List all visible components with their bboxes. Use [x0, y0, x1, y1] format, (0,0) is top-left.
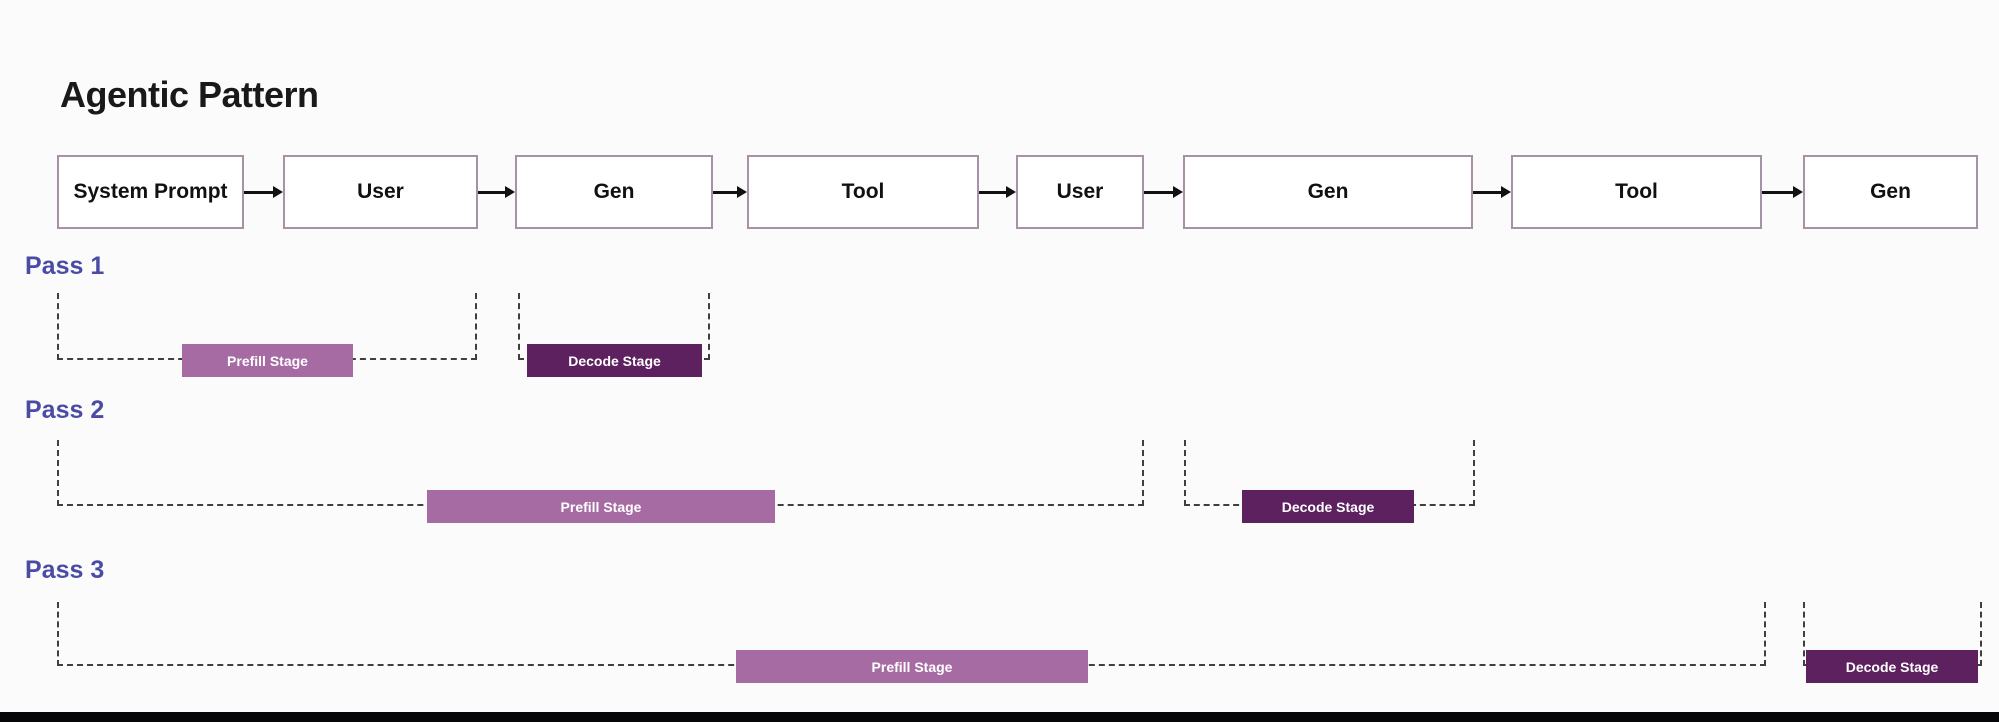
pass-3-prefill-stage-bar: Prefill Stage: [736, 650, 1088, 683]
pass-1-decode-stage-bar: Decode Stage: [527, 344, 702, 377]
flow-arrow-icon: [244, 185, 283, 199]
flow-arrow-icon: [1144, 185, 1183, 199]
pass-1-prefill-stage-bar: Prefill Stage: [182, 344, 353, 377]
flow-node-tool-1: Tool: [747, 155, 979, 229]
flow-arrow-icon: [713, 185, 747, 199]
pass-1-label: Pass 1: [25, 252, 105, 280]
pass-2-decode-stage-bar: Decode Stage: [1242, 490, 1414, 523]
flow-node-gen-3: Gen: [1803, 155, 1978, 229]
flow-arrow-icon: [1762, 185, 1803, 199]
bottom-edge-bar: [0, 712, 1999, 722]
flow-node-user-1: User: [283, 155, 478, 229]
flow-arrow-icon: [979, 185, 1016, 199]
pass-2-label: Pass 2: [25, 396, 105, 424]
flow-node-gen-1: Gen: [515, 155, 713, 229]
flow-node-tool-2: Tool: [1511, 155, 1762, 229]
flow-arrow-icon: [478, 185, 515, 199]
pass-2-prefill-stage-bar: Prefill Stage: [427, 490, 775, 523]
flow-node-user-2: User: [1016, 155, 1144, 229]
flow-node-system-prompt: System Prompt: [57, 155, 244, 229]
flow-node-gen-2: Gen: [1183, 155, 1473, 229]
pass-3-decode-stage-bar: Decode Stage: [1806, 650, 1978, 683]
flow-arrow-icon: [1473, 185, 1511, 199]
pass-3-label: Pass 3: [25, 556, 105, 584]
diagram-title: Agentic Pattern: [60, 74, 319, 115]
